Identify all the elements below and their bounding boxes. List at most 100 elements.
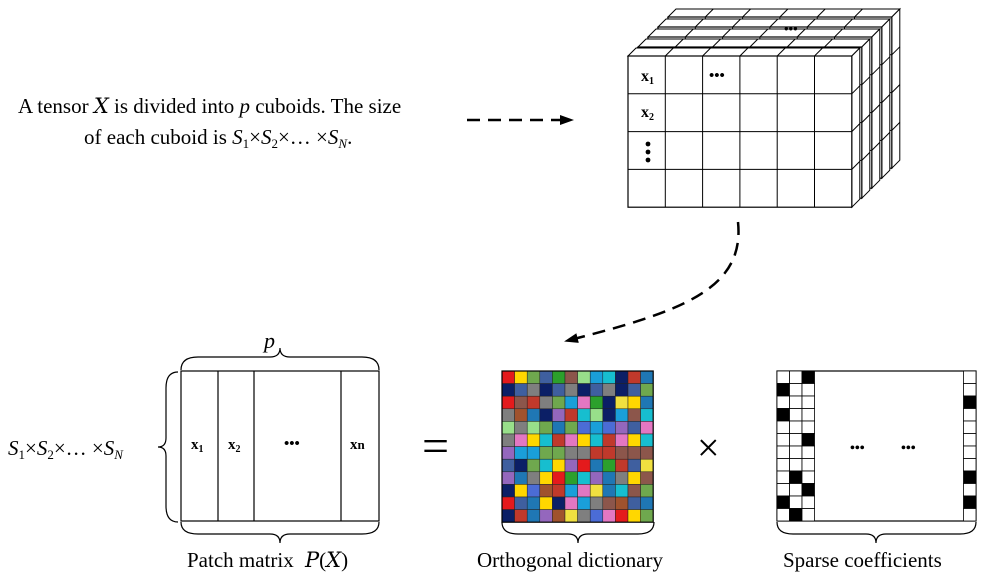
dictionary-cell — [514, 484, 528, 498]
sparse-cell — [963, 470, 977, 484]
dictionary-cell — [501, 395, 515, 410]
dictionary-cell — [602, 496, 616, 510]
dictionary-cell — [577, 446, 591, 460]
sparse-cell — [776, 445, 790, 459]
dictionary-cell — [602, 395, 616, 410]
dictionary-cell — [539, 484, 553, 498]
cuboid-side-edge — [871, 142, 881, 151]
dictionary-cell — [602, 484, 616, 498]
sparse-caption: Sparse coefficients — [783, 548, 942, 572]
dictionary-cell — [564, 446, 578, 460]
dictionary-cell — [577, 471, 591, 485]
sparse-cell — [801, 395, 815, 409]
dictionary-cell — [501, 408, 515, 422]
dictionary-cell — [514, 509, 528, 523]
dictionary-cell — [539, 370, 553, 384]
dictionary-cell — [526, 383, 541, 397]
cuboid-top-edge — [779, 8, 789, 18]
dictionary-cell — [640, 383, 654, 397]
dictionary-cell — [564, 484, 578, 498]
sparse-cell — [789, 470, 803, 484]
cuboid-top-edge — [742, 8, 751, 18]
sparse-cell — [801, 508, 815, 522]
cuboid-top-edge — [834, 28, 843, 38]
sparse-cell — [963, 458, 977, 472]
dictionary-cell — [627, 408, 641, 422]
sparse-cell — [789, 483, 803, 497]
dictionary-cell — [589, 395, 604, 410]
sparse-cell — [789, 445, 803, 459]
sparse-cell — [963, 420, 977, 434]
dictionary-cell — [589, 471, 604, 485]
patch-matrix-p-label: p — [262, 328, 275, 353]
cuboid-top-edge — [814, 47, 823, 57]
cuboid-top-edge — [684, 28, 694, 38]
sparse-cell — [789, 458, 803, 472]
dictionary-cell — [589, 458, 604, 473]
dictionary-cell — [501, 458, 515, 473]
cuboid-top-edge — [824, 38, 833, 48]
dictionary-cell — [539, 496, 553, 510]
patch-matrix-top-brace — [180, 347, 380, 371]
dictionary-cell — [627, 370, 641, 384]
dictionary-cell — [602, 408, 616, 422]
dictionary-cell — [526, 395, 541, 410]
dictionary-cell — [640, 484, 654, 498]
cuboid-side-edge — [871, 66, 881, 76]
dictionary-cell — [640, 446, 654, 460]
sparse-cell — [801, 483, 815, 497]
dictionary-cell — [577, 370, 591, 384]
description-line-1: A tensor X is divided into p cuboids. Th… — [18, 94, 401, 118]
dictionary-cell — [526, 433, 541, 447]
dictionary-cell — [577, 458, 591, 473]
dictionary-cell — [640, 458, 654, 473]
arrow-to-patch-matrix — [564, 221, 740, 343]
dictionary-cell — [552, 370, 566, 384]
dictionary-cell — [627, 484, 641, 498]
dictionary-border — [501, 370, 654, 523]
cuboid-top-edge — [854, 8, 863, 18]
dictionary-cell — [514, 471, 528, 485]
cuboid-top-edge — [786, 38, 796, 48]
dictionary-cell — [514, 496, 528, 510]
sparse-cell — [789, 495, 803, 509]
cuboid-row-ellipsis: ••• — [709, 68, 725, 84]
dictionary-cell — [640, 496, 654, 510]
cuboid-top-edge — [816, 8, 826, 18]
dictionary-cell — [526, 446, 541, 460]
cuboid-top-edge — [732, 18, 741, 28]
cuboid-layer — [626, 46, 862, 209]
sparse-cell — [776, 495, 790, 509]
sparse-cell — [789, 370, 803, 384]
dictionary-cell — [552, 433, 566, 447]
cuboid-cell-x1: x1 — [641, 68, 654, 87]
dictionary-cell — [564, 433, 578, 447]
dictionary-cell — [577, 395, 591, 410]
dictionary-cell — [602, 370, 616, 384]
dictionary-cell — [577, 484, 591, 498]
dictionary-cell — [577, 496, 591, 510]
dictionary-cell — [526, 509, 541, 523]
dictionary-cell — [615, 509, 629, 523]
cuboid-side-edge — [861, 152, 871, 161]
dictionary-cell — [589, 383, 604, 397]
sparse-ellipsis-1: ••• — [850, 441, 865, 456]
dictionary-cell — [589, 370, 604, 384]
dictionary-cell — [539, 433, 553, 447]
back-layer-ellipsis: ••• — [784, 21, 798, 36]
dictionary-cell — [564, 395, 578, 410]
cuboid-side-edge — [891, 122, 901, 131]
cuboid-side-edge — [881, 132, 891, 141]
sparse-cell — [776, 420, 790, 434]
cuboid-side-edge — [851, 123, 861, 132]
dictionary-cell — [552, 446, 566, 460]
sparse-cell — [963, 395, 977, 409]
cuboid-stack — [626, 7, 902, 209]
dictionary-cell — [589, 421, 604, 435]
dictionary-cell — [615, 395, 629, 410]
cuboid-top-edge — [702, 47, 711, 57]
sparse-cell — [776, 508, 790, 522]
dictionary-cell — [627, 471, 641, 485]
cuboid-side-edge — [851, 85, 861, 95]
sparse-cell — [801, 420, 815, 434]
